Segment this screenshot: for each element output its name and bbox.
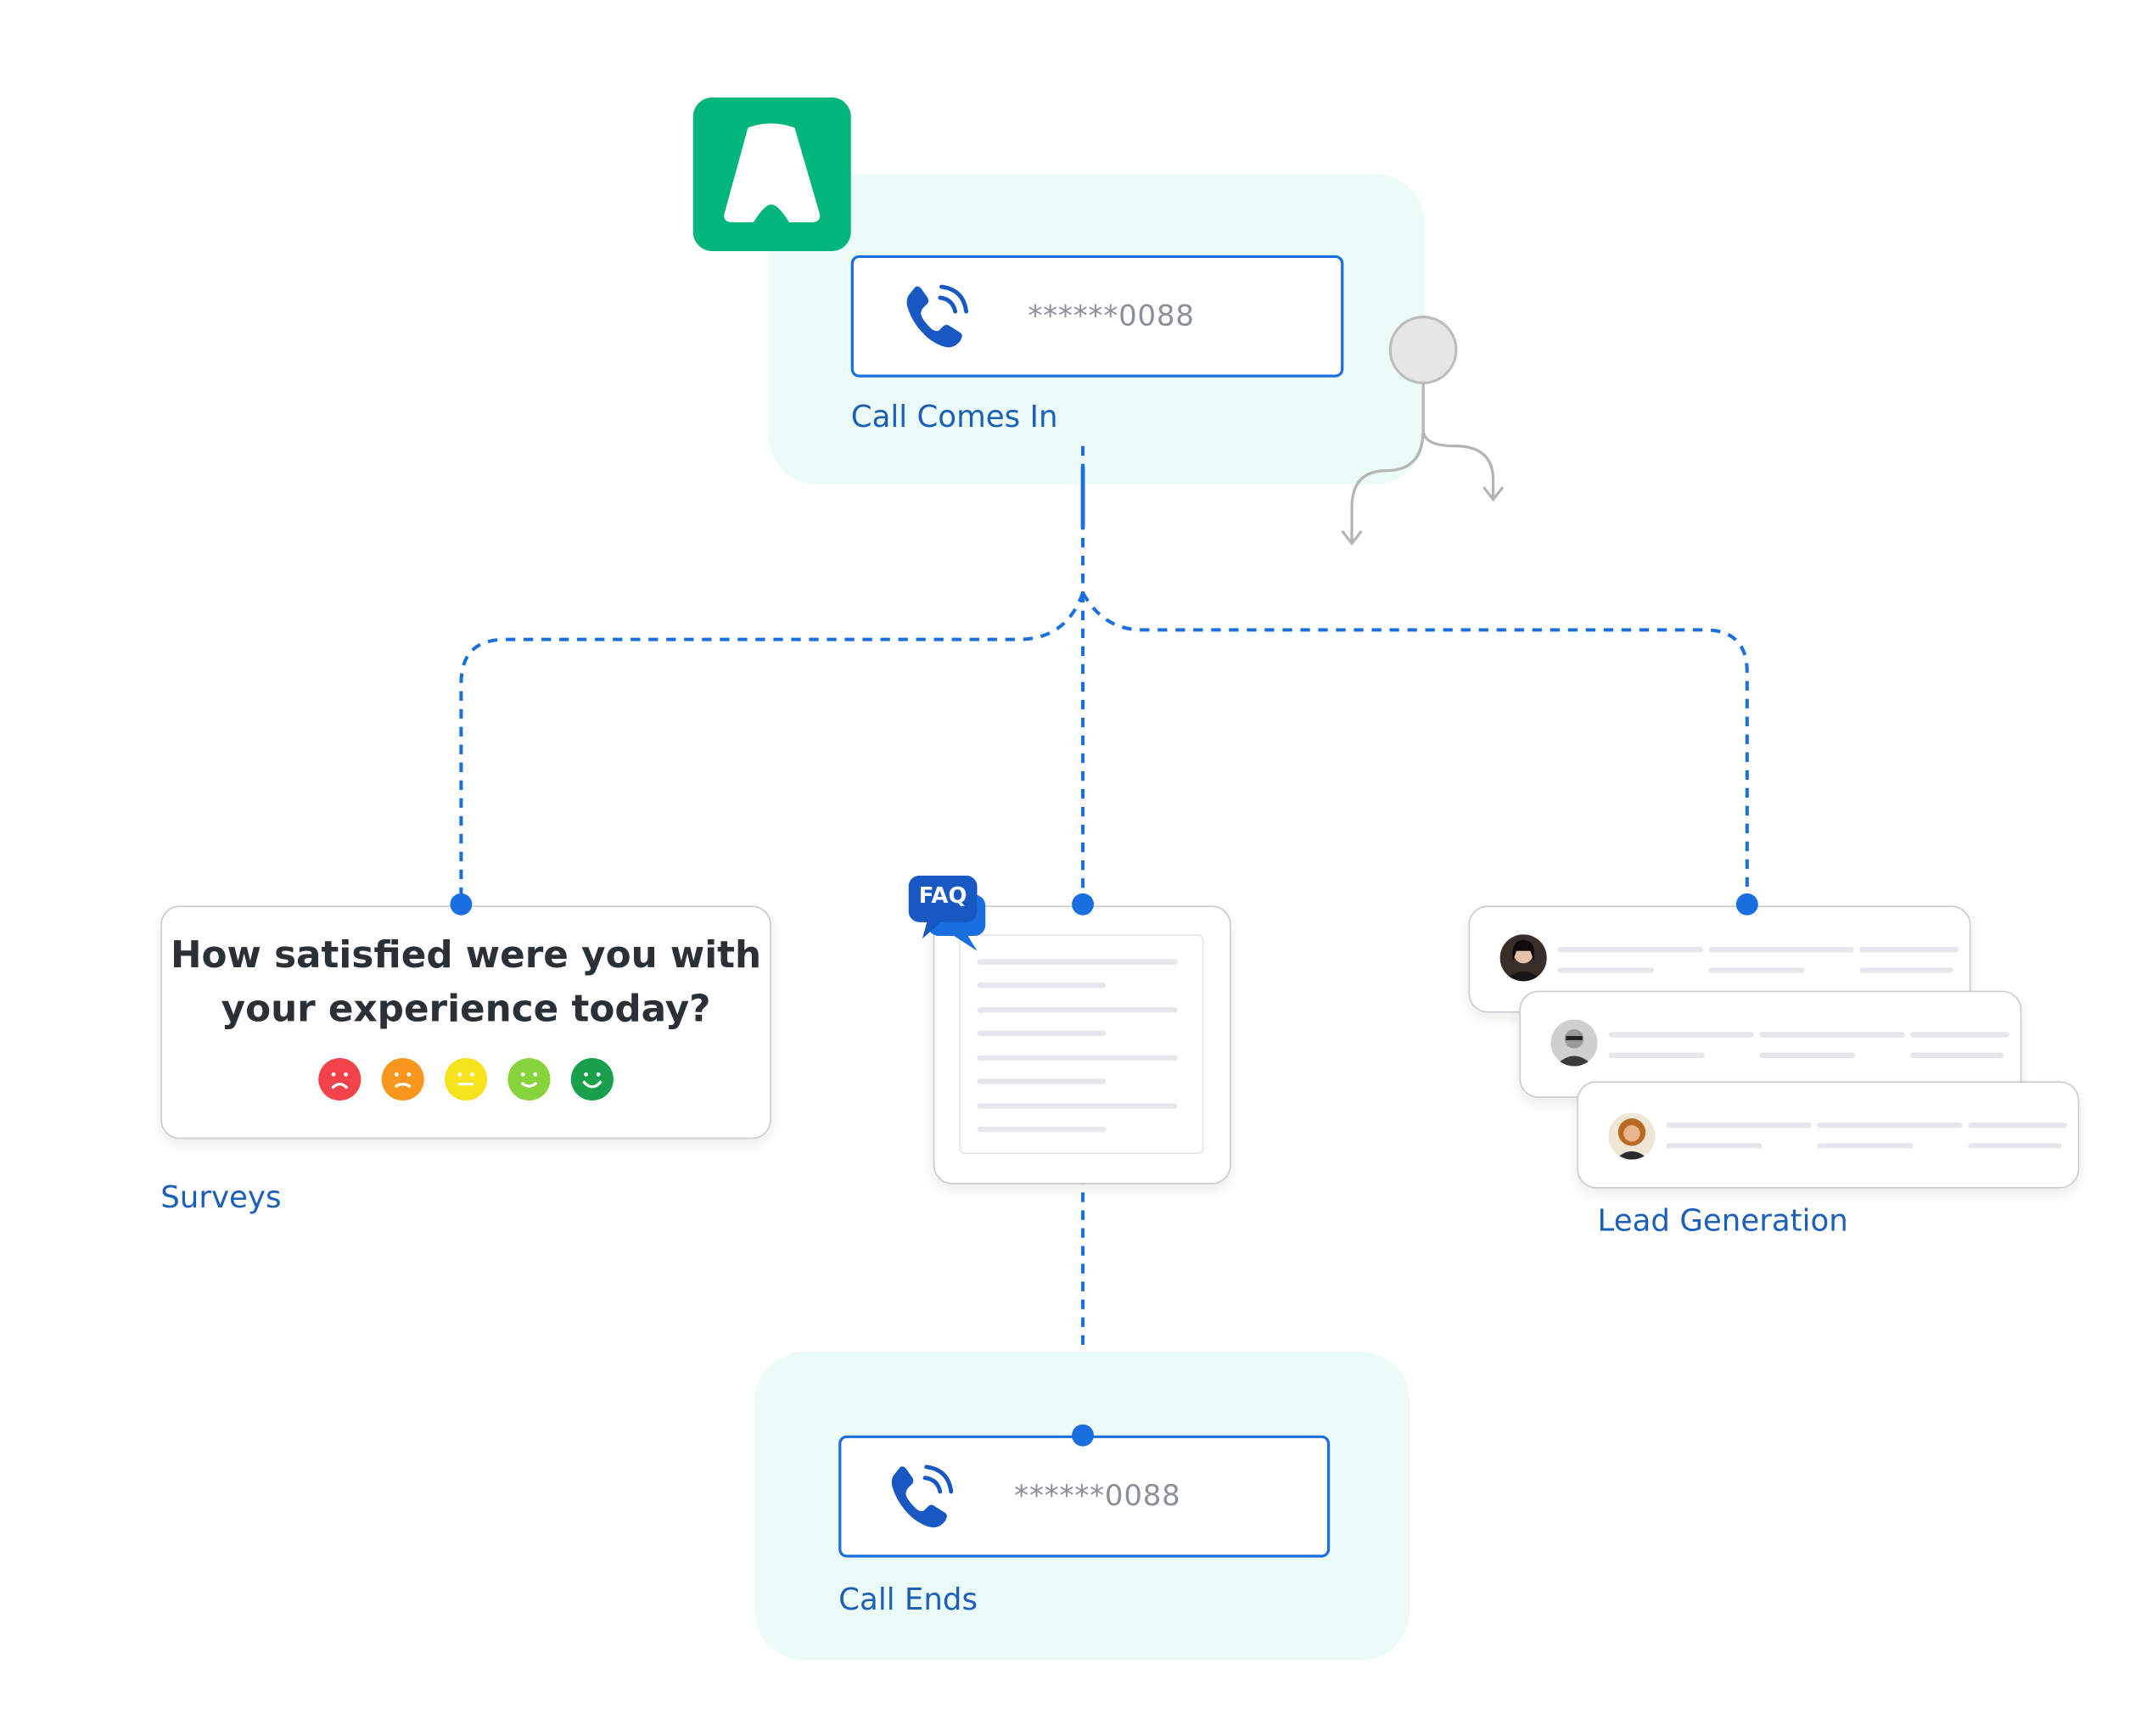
avatar: [1608, 1112, 1656, 1160]
brand-logo: [692, 97, 851, 251]
avatar: [1550, 1019, 1598, 1067]
call-ends-label: Call Ends: [838, 1583, 978, 1618]
neutral-face-icon[interactable]: [445, 1057, 488, 1101]
lead-generation-label: Lead Generation: [1597, 1204, 1848, 1240]
ended-call-card[interactable]: ******0088: [838, 1435, 1331, 1558]
lead-card-2[interactable]: [1519, 990, 2022, 1098]
very-unhappy-face-icon[interactable]: [318, 1057, 362, 1101]
branch-arrows: [1341, 315, 1505, 546]
survey-card[interactable]: How satisfied were you with your experie…: [160, 905, 771, 1140]
lead-connector-dot: [1735, 893, 1758, 916]
avatar: [1499, 934, 1547, 982]
incoming-call-card[interactable]: ******0088: [850, 255, 1344, 378]
call-comes-in-label: Call Comes In: [850, 400, 1058, 435]
happy-face-icon[interactable]: [507, 1057, 551, 1101]
unhappy-face-icon[interactable]: [381, 1057, 424, 1101]
phone-icon: [906, 284, 969, 348]
incoming-phone-number: ******0088: [1028, 299, 1195, 333]
faq-badge-icon: FAQ: [908, 875, 989, 953]
faq-connector-dot: [1072, 893, 1094, 916]
survey-question-line2: your experience today?: [221, 988, 711, 1031]
faq-badge-text: FAQ: [918, 882, 967, 909]
very-happy-face-icon[interactable]: [570, 1057, 614, 1101]
survey-connector-dot: [450, 893, 473, 916]
surveys-label: Surveys: [160, 1181, 282, 1216]
faq-card[interactable]: [933, 905, 1231, 1184]
call-ends-connector-dot: [1072, 1424, 1094, 1447]
phone-icon: [891, 1464, 954, 1528]
faq-document: [959, 934, 1204, 1155]
lead-card-3[interactable]: [1577, 1081, 2080, 1189]
survey-question-line1: How satisfied were you with: [170, 934, 762, 977]
ended-phone-number: ******0088: [1014, 1479, 1181, 1513]
